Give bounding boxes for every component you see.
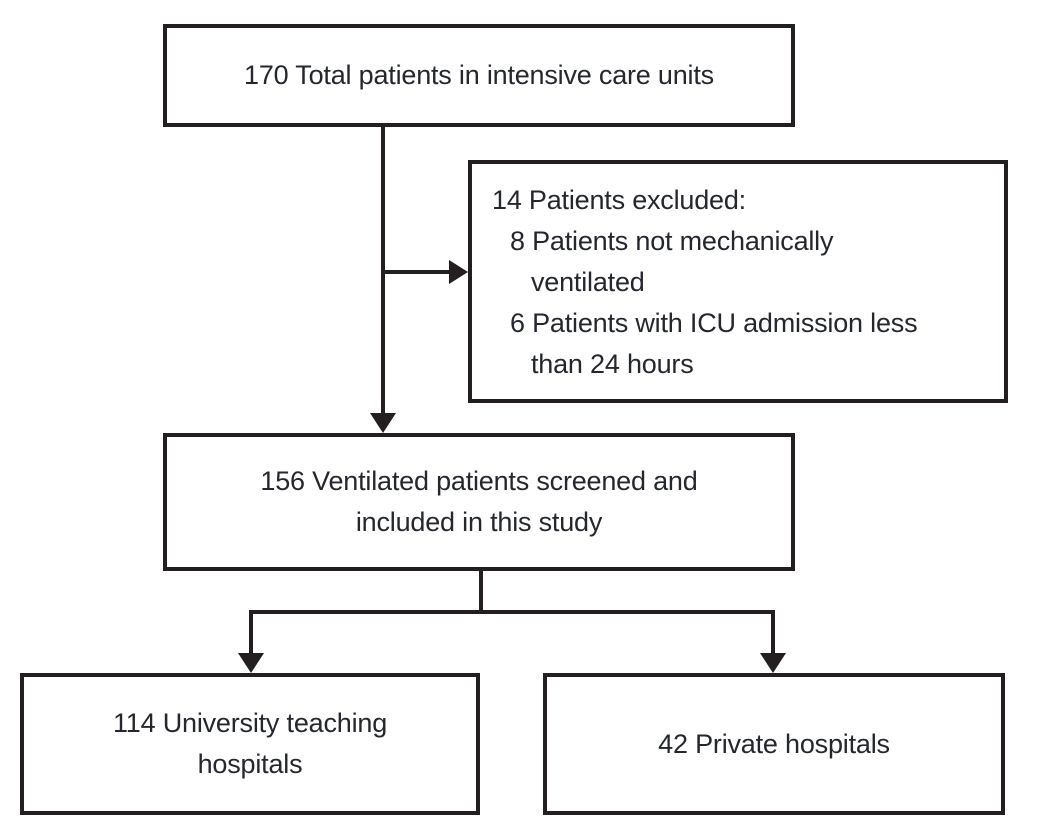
private-hospitals-text: 42 Private hospitals — [658, 728, 890, 759]
connector-leg-private — [771, 612, 775, 655]
university-hospitals-line: 114 University teaching — [112, 708, 388, 738]
excluded-line: 8 Patients not mechanically — [510, 226, 834, 256]
screened-patients-box: 156 Ventilated patients screened and inc… — [163, 433, 795, 571]
connector-branch-to-excluded — [381, 270, 450, 274]
excluded-line: 6 Patients with ICU admission less — [510, 308, 918, 338]
total-patients-box: 170 Total patients in intensive care uni… — [163, 24, 795, 127]
excluded-line: than 24 hours — [531, 349, 694, 379]
excluded-line: 14 Patients excluded: — [492, 185, 746, 215]
excluded-line: ventilated — [531, 267, 645, 297]
arrowhead-into-excluded-icon — [449, 260, 468, 284]
connector-screened-stem — [479, 570, 483, 614]
arrowhead-into-university-icon — [238, 653, 264, 673]
screened-patients-line: 156 Ventilated patients screened and — [260, 466, 698, 496]
excluded-patients-box: 14 Patients excluded: 8 Patients not mec… — [468, 160, 1008, 403]
private-hospitals-box: 42 Private hospitals — [543, 673, 1005, 815]
screened-patients-line: included in this study — [355, 507, 603, 537]
connector-leg-university — [249, 612, 253, 655]
total-patients-text: 170 Total patients in intensive care uni… — [244, 60, 714, 90]
university-hospitals-box: 114 University teaching hospitals — [20, 673, 480, 815]
connector-split-horizontal — [249, 610, 775, 614]
university-hospitals-line: hospitals — [197, 749, 303, 779]
arrowhead-into-screened-icon — [370, 413, 396, 433]
arrowhead-into-private-icon — [760, 653, 786, 673]
